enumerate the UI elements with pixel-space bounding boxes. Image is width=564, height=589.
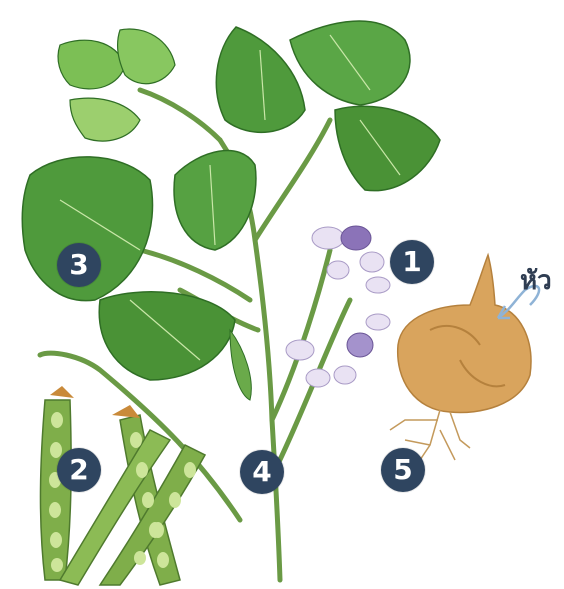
flower-cluster <box>286 226 390 387</box>
number-badge-3: 3 <box>57 243 101 287</box>
leaf <box>230 330 251 400</box>
leaf <box>174 151 256 250</box>
leaf <box>335 106 440 190</box>
leaf <box>99 292 235 380</box>
number-badge-2: 2 <box>57 448 101 492</box>
leaf <box>70 98 140 141</box>
number-badge-5: 5 <box>381 448 425 492</box>
leaf <box>118 29 175 84</box>
tuber-label: หัว <box>520 260 552 301</box>
plant-leaves <box>22 21 440 400</box>
leaf <box>58 40 125 89</box>
tuber <box>390 255 531 460</box>
number-badge-4: 4 <box>240 450 284 494</box>
number-badge-1: 1 <box>390 240 434 284</box>
